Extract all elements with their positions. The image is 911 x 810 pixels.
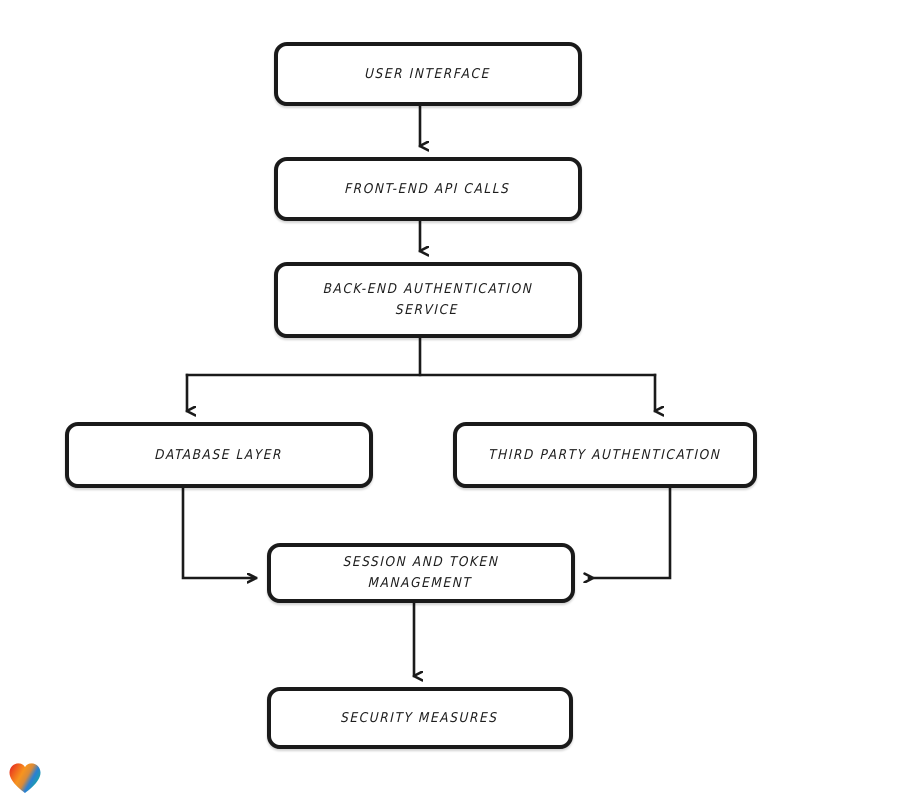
node-label: SESSION AND TOKEN MANAGEMENT [343,554,500,591]
edge-database-to-session [181,486,256,578]
node-label: SECURITY MEASURES [340,709,500,726]
node-label: DATABASE LAYER [154,446,284,463]
heart-icon [9,763,41,793]
edge-thirdparty-to-session [589,486,672,578]
node-third-party-authentication[interactable]: THIRD PARTY AUTHENTICATION [453,422,757,488]
node-user-interface[interactable]: USER INTERFACE [274,42,582,106]
node-label: FRONT-END API CALLS [344,180,512,197]
node-label: USER INTERFACE [364,65,492,82]
node-security-measures[interactable]: SECURITY MEASURES [267,687,573,749]
node-database-layer[interactable]: DATABASE LAYER [65,422,373,488]
node-session-and-token-management[interactable]: SESSION AND TOKEN MANAGEMENT [267,543,575,603]
node-backend-authentication-service[interactable]: BACK-END AUTHENTICATION SERVICE [274,262,582,338]
node-frontend-api-calls[interactable]: FRONT-END API CALLS [274,157,582,221]
node-label: THIRD PARTY AUTHENTICATION [488,446,722,463]
node-label: BACK-END AUTHENTICATION SERVICE [323,281,534,318]
